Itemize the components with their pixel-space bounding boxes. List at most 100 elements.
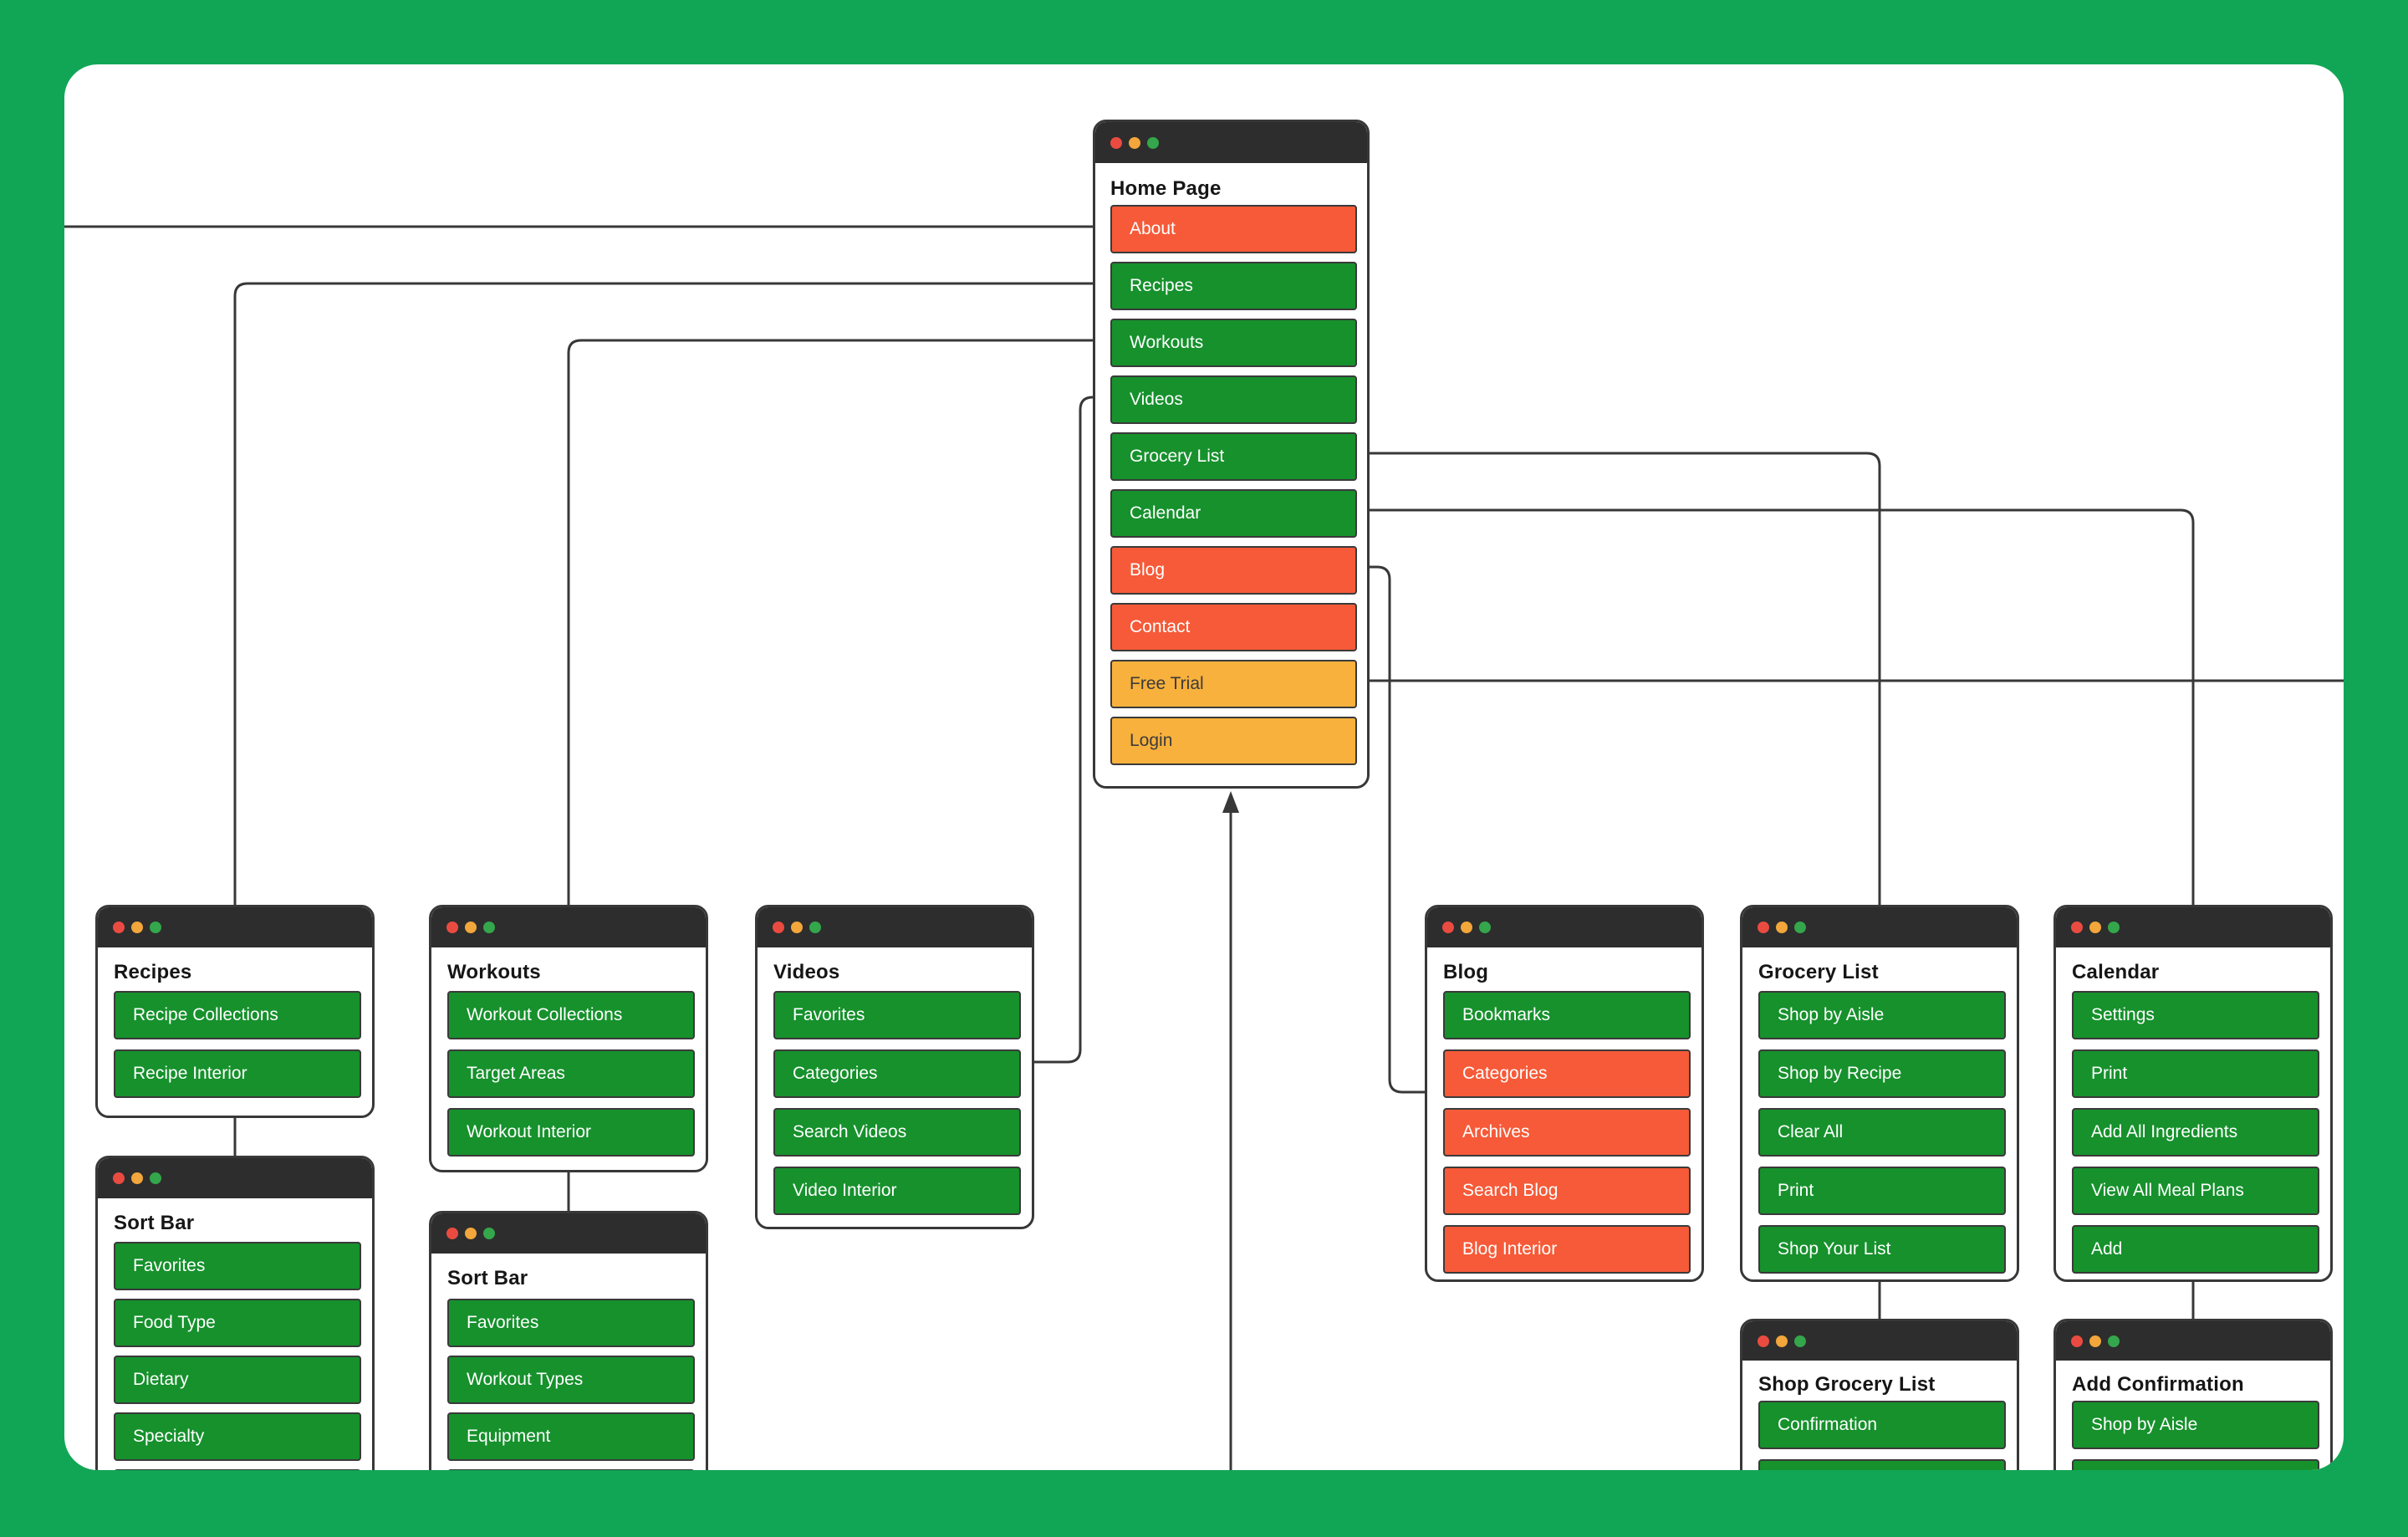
connector-home-recipes: [233, 282, 1108, 905]
node-workout-types[interactable]: Workout Types: [447, 1356, 695, 1404]
node-contact[interactable]: Contact: [1110, 603, 1357, 651]
node-clipped[interactable]: [114, 1469, 361, 1470]
traffic-light-red-icon: [773, 922, 784, 933]
node-add-all-ingredients[interactable]: Add All Ingredients: [2072, 1108, 2319, 1157]
traffic-light-green-icon: [483, 922, 495, 933]
node-target-areas[interactable]: Target Areas: [447, 1049, 695, 1098]
node-about[interactable]: About: [1110, 205, 1357, 253]
node-clipped[interactable]: [2072, 1459, 2319, 1470]
node-confirmation[interactable]: Confirmation: [1758, 1401, 2006, 1449]
node-add[interactable]: Add: [2072, 1225, 2319, 1274]
node-shop-by-recipe[interactable]: Shop by Recipe: [1758, 1049, 2006, 1098]
node-workout-collections[interactable]: Workout Collections: [447, 991, 695, 1039]
traffic-light-yellow-icon: [465, 922, 477, 933]
node-favorites[interactable]: Favorites: [114, 1242, 361, 1290]
traffic-light-yellow-icon: [1776, 922, 1788, 933]
window-chrome-bar: [1095, 122, 1367, 163]
node-recipe-collections[interactable]: Recipe Collections: [114, 991, 361, 1039]
card-title-calendar: Calendar: [2072, 961, 2160, 983]
traffic-light-red-icon: [113, 1172, 125, 1184]
node-login[interactable]: Login: [1110, 717, 1357, 765]
traffic-light-yellow-icon: [1461, 922, 1472, 933]
node-clear-all[interactable]: Clear All: [1758, 1108, 2006, 1157]
node-categories[interactable]: Categories: [1443, 1049, 1691, 1098]
traffic-light-red-icon: [1758, 922, 1769, 933]
traffic-light-yellow-icon: [465, 1228, 477, 1239]
traffic-light-green-icon: [1479, 922, 1491, 933]
window-chrome-bar: [1742, 1321, 2017, 1361]
card-title-workouts: Workouts: [447, 961, 541, 983]
node-specialty[interactable]: Specialty: [114, 1412, 361, 1461]
window-chrome-bar: [1742, 907, 2017, 947]
node-clipped[interactable]: [447, 1469, 695, 1470]
node-shop-by-aisle[interactable]: Shop by Aisle: [2072, 1401, 2319, 1449]
node-blog-interior[interactable]: Blog Interior: [1443, 1225, 1691, 1274]
traffic-light-green-icon: [809, 922, 821, 933]
traffic-light-green-icon: [2108, 922, 2120, 933]
traffic-light-red-icon: [2071, 1335, 2083, 1347]
traffic-light-red-icon: [113, 922, 125, 933]
traffic-light-red-icon: [1442, 922, 1454, 933]
node-clipped[interactable]: [1758, 1459, 2006, 1470]
traffic-light-green-icon: [1794, 1335, 1806, 1347]
card-title-sort-bar: Sort Bar: [114, 1212, 195, 1234]
node-workout-interior[interactable]: Workout Interior: [447, 1108, 695, 1157]
node-view-all-meal-plans[interactable]: View All Meal Plans: [2072, 1167, 2319, 1215]
card-title-recipes: Recipes: [114, 961, 192, 983]
arrowhead-up-icon: [1222, 791, 1239, 813]
node-calendar[interactable]: Calendar: [1110, 489, 1357, 538]
window-chrome-bar: [2056, 907, 2330, 947]
node-food-type[interactable]: Food Type: [114, 1299, 361, 1347]
window-chrome-bar: [98, 907, 372, 947]
node-print[interactable]: Print: [1758, 1167, 2006, 1215]
traffic-light-yellow-icon: [131, 1172, 143, 1184]
card-title-shop-grocery-list: Shop Grocery List: [1758, 1373, 1936, 1396]
window-chrome-bar: [1427, 907, 1701, 947]
node-search-videos[interactable]: Search Videos: [773, 1108, 1021, 1157]
node-grocery-list[interactable]: Grocery List: [1110, 432, 1357, 481]
node-bookmarks[interactable]: Bookmarks: [1443, 991, 1691, 1039]
node-recipes[interactable]: Recipes: [1110, 262, 1357, 310]
node-categories[interactable]: Categories: [773, 1049, 1021, 1098]
node-shop-by-aisle[interactable]: Shop by Aisle: [1758, 991, 2006, 1039]
traffic-light-red-icon: [446, 922, 458, 933]
node-workouts[interactable]: Workouts: [1110, 319, 1357, 367]
traffic-light-yellow-icon: [1129, 136, 1140, 149]
node-videos[interactable]: Videos: [1110, 375, 1357, 424]
node-recipe-interior[interactable]: Recipe Interior: [114, 1049, 361, 1098]
node-settings[interactable]: Settings: [2072, 991, 2319, 1039]
connector-home-videos: [1034, 396, 1108, 1064]
node-print[interactable]: Print: [2072, 1049, 2319, 1098]
node-shop-your-list[interactable]: Shop Your List: [1758, 1225, 2006, 1274]
connector-home-blog: [1354, 565, 1426, 1094]
node-favorites[interactable]: Favorites: [447, 1299, 695, 1347]
node-dietary[interactable]: Dietary: [114, 1356, 361, 1404]
traffic-light-green-icon: [483, 1228, 495, 1239]
node-favorites[interactable]: Favorites: [773, 991, 1021, 1039]
node-video-interior[interactable]: Video Interior: [773, 1167, 1021, 1215]
window-chrome-bar: [758, 907, 1032, 947]
window-chrome-bar: [98, 1158, 372, 1198]
traffic-light-green-icon: [150, 922, 161, 933]
node-archives[interactable]: Archives: [1443, 1108, 1691, 1157]
connector-home-workouts: [567, 339, 1108, 905]
traffic-light-green-icon: [150, 1172, 161, 1184]
traffic-light-red-icon: [1758, 1335, 1769, 1347]
connector-home-grocery-list: [1354, 452, 1881, 905]
connector-layer: [64, 225, 2344, 1470]
traffic-light-yellow-icon: [791, 922, 803, 933]
traffic-light-green-icon: [1147, 136, 1159, 149]
node-equipment[interactable]: Equipment: [447, 1412, 695, 1461]
node-free-trial[interactable]: Free Trial: [1110, 660, 1357, 708]
node-blog[interactable]: Blog: [1110, 546, 1357, 595]
traffic-light-green-icon: [1794, 922, 1806, 933]
card-title-add-confirmation: Add Confirmation: [2072, 1373, 2244, 1396]
node-search-blog[interactable]: Search Blog: [1443, 1167, 1691, 1215]
